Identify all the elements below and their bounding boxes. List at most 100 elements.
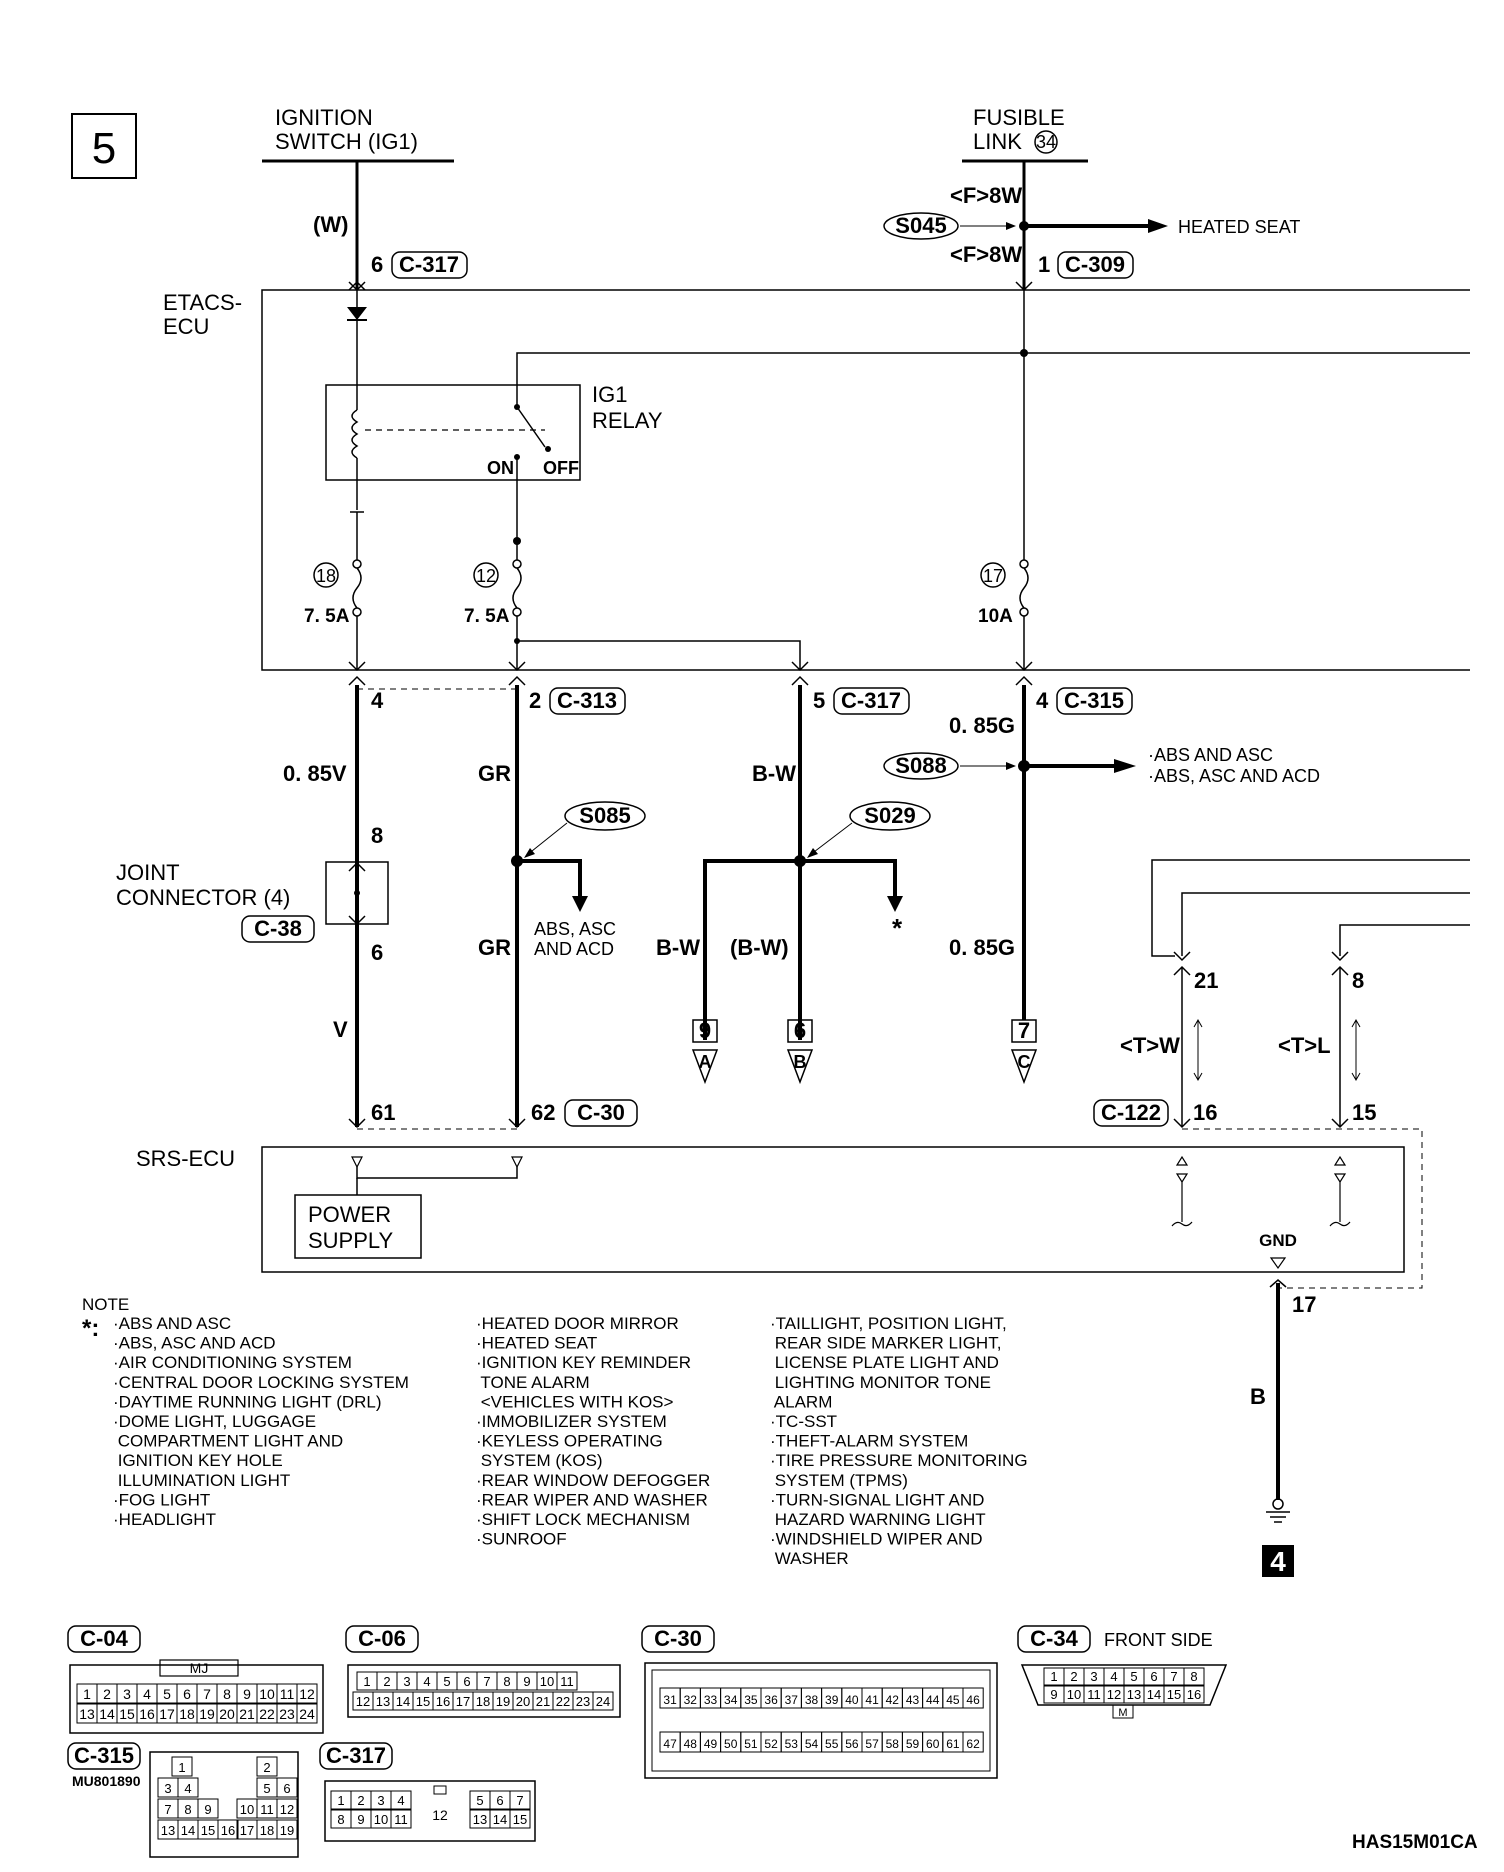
pin-label: 6 [496, 1793, 503, 1808]
connector-chevron [508, 661, 526, 672]
pin-label: 55 [825, 1737, 839, 1751]
pin-label: 1 [363, 1674, 370, 1689]
note-item: ·ABS, ASC AND ACD [113, 1334, 276, 1353]
pin-label: 10 [1067, 1687, 1081, 1702]
connector-tag-c122 [1093, 1099, 1169, 1127]
splice-s029-arrow [887, 896, 903, 912]
note-item: ·TIRE PRESSURE MONITORING [770, 1451, 1028, 1470]
pin-label: 61 [946, 1737, 960, 1751]
note-item: SYSTEM (KOS) [476, 1451, 603, 1470]
pin-label: 7 [203, 1686, 211, 1702]
connector-chevron [508, 675, 526, 686]
pin-label: 7 [164, 1802, 171, 1817]
pin-c309-1: 1 [1038, 252, 1050, 277]
note-item: ·TURN-SIGNAL LIGHT AND [770, 1490, 984, 1509]
note-item: HAZARD WARNING LIGHT [770, 1510, 986, 1529]
relay-contact-off [545, 446, 551, 452]
note-item: TONE ALARM [476, 1373, 590, 1392]
pin-label: 38 [805, 1693, 819, 1707]
pin-label: 8 [503, 1674, 510, 1689]
note-item: ·HEATED SEAT [476, 1334, 597, 1353]
note-item: LIGHTING MONITOR TONE [770, 1373, 991, 1392]
offpage-a-pin: 9 [699, 1018, 711, 1043]
note-item: ·TC-SST [770, 1412, 837, 1431]
fuse-number-circle [313, 562, 339, 588]
power-supply-label-1: POWER [308, 1202, 391, 1227]
etacs-ecu-label-1: ETACS- [163, 290, 242, 315]
pin-label: 22 [556, 1694, 570, 1709]
abs-asc-branch-1: ·ABS AND ASC [1148, 745, 1273, 765]
pin-label: 20 [219, 1706, 235, 1722]
wire-code-tl: <T>L [1278, 1033, 1331, 1058]
pin-label: 1 [337, 1793, 344, 1808]
note-item: LICENSE PLATE LIGHT AND [770, 1353, 999, 1372]
pin-4: 4 [371, 688, 384, 713]
twisted-pair-icon [1193, 1018, 1361, 1082]
connector-chevron [348, 915, 366, 926]
pin-label: 12 [299, 1686, 315, 1702]
pin-cell [1183, 1667, 1205, 1686]
fuse-18-number: 18 [316, 566, 336, 586]
power-supply-wire [356, 1167, 518, 1179]
connector-view-c04-label: C-04 [80, 1626, 128, 1651]
pin-label: 8 [223, 1686, 231, 1702]
pin-label: 12 [280, 1802, 294, 1817]
pin-cell [962, 1687, 984, 1709]
connector-chevron [1173, 951, 1191, 962]
pin-cell [509, 1809, 531, 1829]
connector-view-c317 [324, 1780, 536, 1842]
pin-label: 8 [184, 1802, 191, 1817]
page-number: 5 [92, 124, 116, 173]
note-col-3: ·TAILLIGHT, POSITION LIGHT, REAR SIDE MA… [770, 1314, 1028, 1568]
pin-label: 60 [926, 1737, 940, 1751]
pin-label: 17 [159, 1706, 175, 1722]
pin-label: 46 [966, 1693, 980, 1707]
connector-chevron [348, 1118, 366, 1129]
splice-s085-pointer [526, 822, 568, 856]
pin-label: 11 [394, 1812, 408, 1827]
pin-21: 21 [1194, 968, 1218, 993]
pin-label: 16 [221, 1823, 235, 1838]
pin-label: 3 [1090, 1669, 1097, 1684]
connector-view-c06-label: C-06 [358, 1626, 406, 1651]
connector-c309: C-309 [1065, 252, 1125, 277]
connector-chevron [1269, 1279, 1287, 1288]
pin-17: 17 [1292, 1292, 1316, 1317]
pin-label: 4 [143, 1686, 151, 1702]
note-item: ·ABS AND ASC [113, 1314, 231, 1333]
pin-5: 5 [813, 688, 825, 713]
wire-code-085g-1: 0. 85G [949, 713, 1015, 738]
note-item: ·THEFT-ALARM SYSTEM [770, 1432, 968, 1451]
connector-view-c317-label: C-317 [326, 1743, 386, 1768]
connector-chevron [348, 661, 366, 672]
pin-cell [962, 1731, 984, 1753]
pin-label: 13 [1127, 1687, 1141, 1702]
pin-label: 1 [1050, 1669, 1057, 1684]
note-block: NOTE *: ·ABS AND ASC·ABS, ASC AND ACD·AI… [82, 1295, 1028, 1568]
pin-4b: 4 [1036, 688, 1049, 713]
pin-cell [276, 1798, 298, 1819]
pin-cell [296, 1703, 318, 1724]
splice-s085-branch [517, 859, 582, 898]
pin-label: 2 [383, 1674, 390, 1689]
etacs-ecu-label-2: ECU [163, 314, 209, 339]
pin-label: 40 [845, 1693, 859, 1707]
note-item: IGNITION KEY HOLE [113, 1451, 283, 1470]
connector-view-tag-c06 [345, 1625, 419, 1653]
joint-connector-label-1: JOINT [116, 860, 180, 885]
pin-label: 18 [260, 1823, 274, 1838]
srs-ecu-label: SRS-ECU [136, 1146, 235, 1171]
joint-connector-label-2: CONNECTOR (4) [116, 885, 290, 910]
pin-label: 4 [184, 1781, 191, 1796]
connector-c34-key [1112, 1704, 1134, 1719]
pin-label: 11 [1087, 1687, 1101, 1702]
pin-label: 17 [456, 1694, 470, 1709]
abs-asc-branch-2: ·ABS, ASC AND ACD [1148, 766, 1320, 786]
fuse-18 [352, 512, 362, 670]
connector-chevron [348, 280, 366, 291]
fusible-link-number: 34 [1036, 132, 1056, 152]
fusible-link-label-2: LINK [973, 129, 1022, 154]
connector-view-c30 [644, 1662, 998, 1779]
pin-label: 6 [283, 1781, 290, 1796]
